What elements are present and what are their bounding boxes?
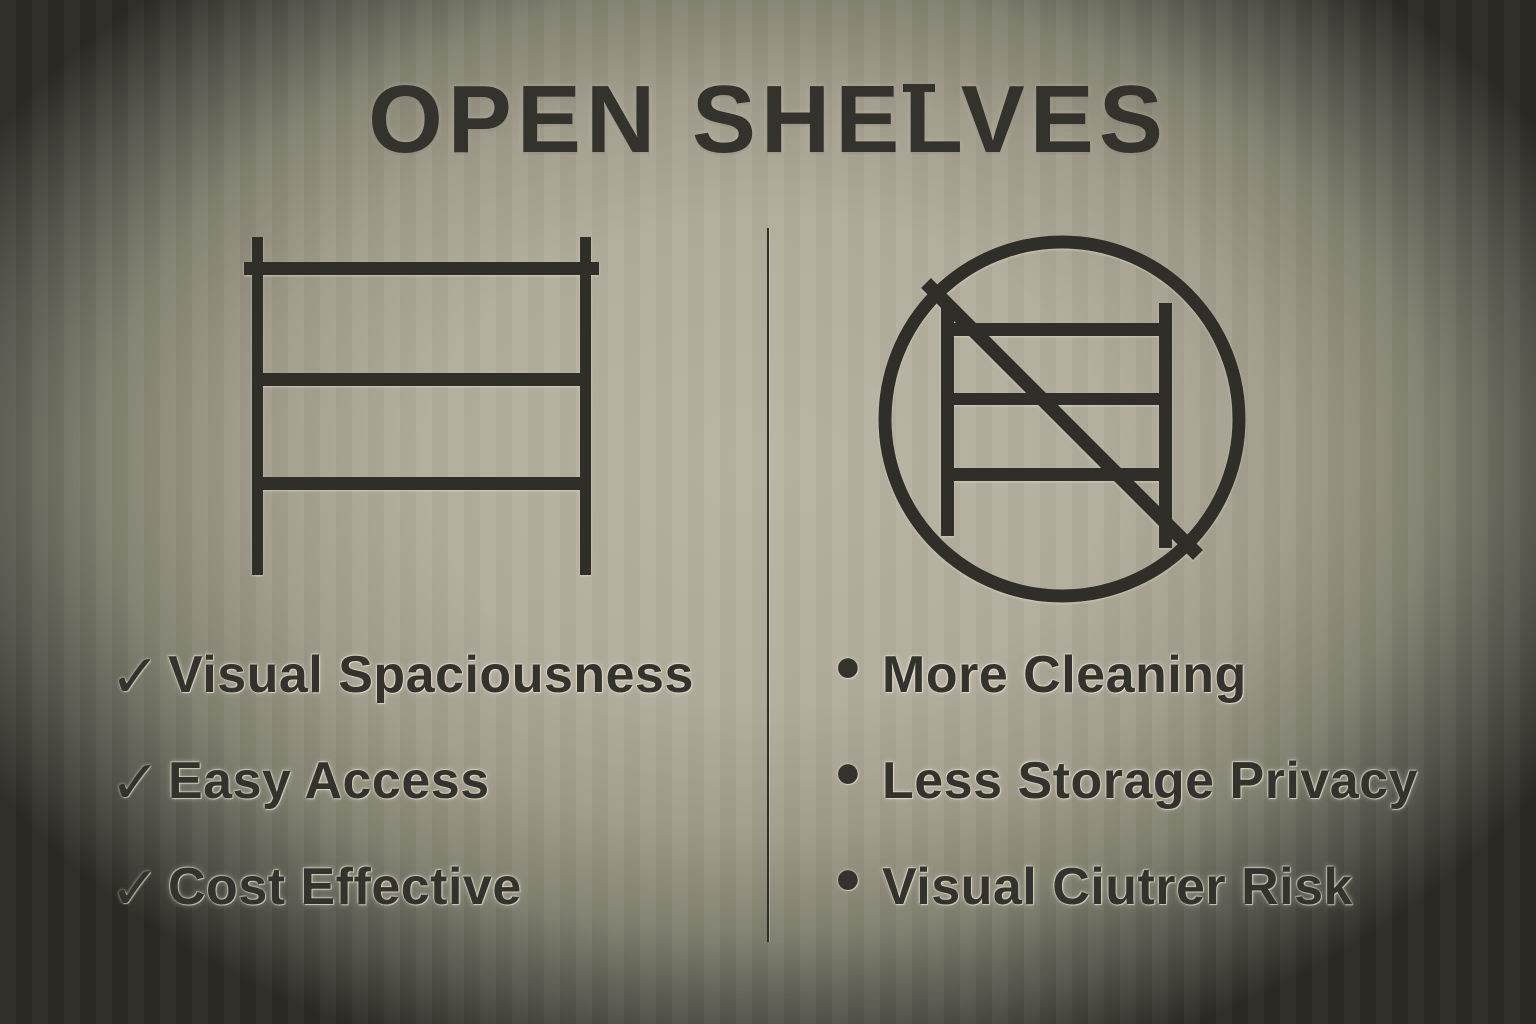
list-item: ✓ Visual Spaciousness (110, 636, 694, 714)
shelf-board-bottom (941, 468, 1172, 481)
list-item-label: Less Storage Privacy (882, 752, 1419, 810)
stray-mark (903, 84, 935, 92)
cons-list: • More Cleaning • Less Storage Privacy •… (830, 636, 1418, 926)
bullet-icon: • (830, 850, 866, 915)
shelf-board-top (941, 323, 1172, 336)
list-item-label: Easy Access (168, 752, 490, 810)
divider-line (767, 228, 769, 942)
list-item-label: More Cleaning (882, 646, 1247, 704)
list-item-label: Visual Ciutrer Risk (882, 858, 1353, 916)
shelf-post-left (941, 305, 954, 536)
shelf-board-middle (941, 393, 1172, 405)
open-shelf-icon (244, 237, 599, 575)
shelf-board-top (244, 262, 599, 275)
shelf-post-left (252, 237, 263, 575)
check-icon: ✓ (110, 748, 161, 818)
shelf-post-right (580, 237, 591, 575)
shelf-board-middle (257, 373, 586, 386)
list-item-label: Visual Spaciousness (168, 646, 694, 704)
pros-list: ✓ Visual Spaciousness ✓ Easy Access ✓ Co… (110, 636, 694, 926)
list-item: ✓ Cost Effective (110, 848, 694, 926)
list-item: ✓ Easy Access (110, 742, 694, 820)
list-item: • More Cleaning (830, 636, 1418, 714)
check-icon: ✓ (110, 642, 161, 712)
crossed-out-shelf-icon (878, 235, 1246, 603)
page-title: OPEN SHELVES (368, 66, 1168, 173)
prohibition-slash (921, 278, 1203, 560)
list-item: • Visual Ciutrer Risk (830, 848, 1418, 926)
check-icon: ✓ (110, 854, 161, 924)
shelf-board-bottom (257, 477, 586, 490)
list-item-label: Cost Effective (168, 858, 522, 916)
shelf-post-right (1159, 303, 1172, 548)
prohibition-circle (878, 235, 1246, 603)
bullet-icon: • (830, 744, 866, 809)
bullet-icon: • (830, 638, 866, 703)
list-item: • Less Storage Privacy (830, 742, 1418, 820)
